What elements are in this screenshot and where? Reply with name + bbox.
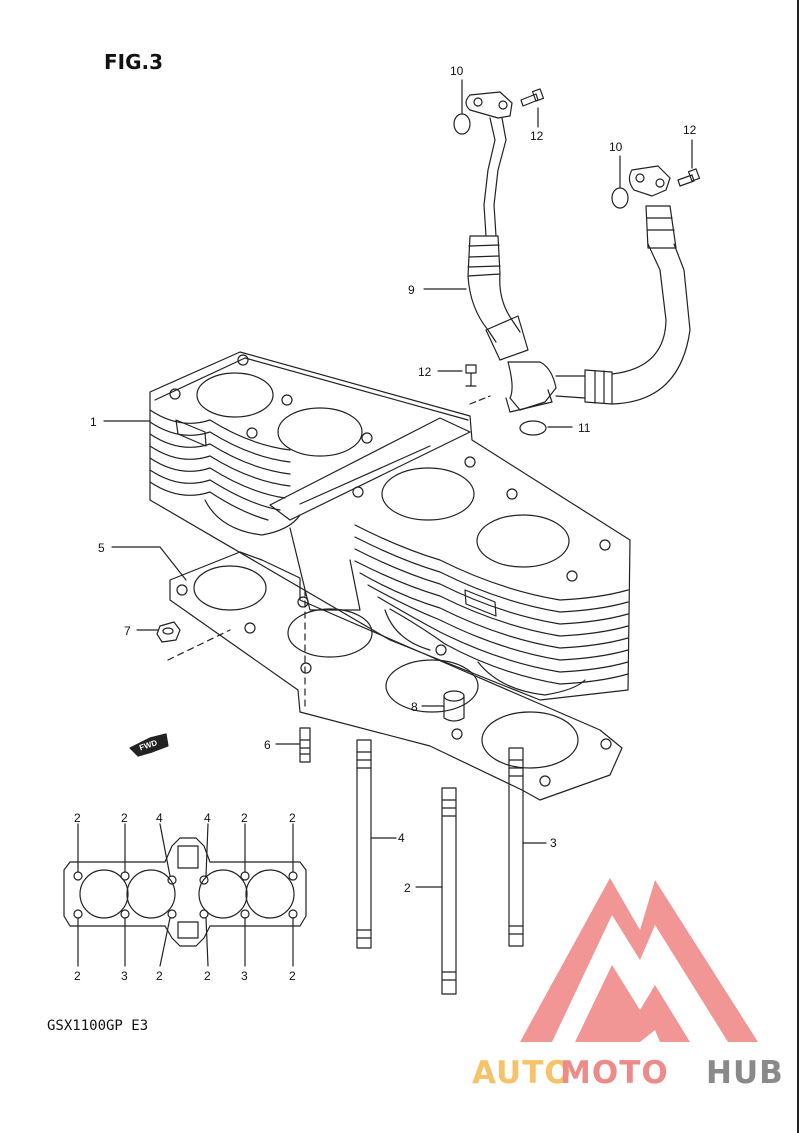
- oil-hose-assembly: [466, 92, 690, 412]
- hose-flange-left: [466, 92, 512, 118]
- figure-title: FIG.3: [104, 50, 164, 74]
- callout-5: 5: [98, 541, 105, 555]
- stud-layout-top-label: 2: [121, 811, 128, 825]
- callout-7: 7: [124, 624, 131, 638]
- watermark-logo: [520, 878, 758, 1042]
- hose-body-left: [468, 274, 520, 342]
- nut-7: [157, 622, 180, 642]
- stud-layout-top-label: 4: [204, 811, 211, 825]
- stud-layout-top-label: 2: [289, 811, 296, 825]
- cylinder-base-gasket: [170, 552, 622, 800]
- bolt-12-right: [678, 169, 699, 186]
- o-ring-10-right: [612, 188, 628, 208]
- stud-layout-bottom-label: 2: [74, 969, 81, 983]
- callout-10-right: 10: [609, 140, 623, 154]
- page-edge-rule: [797, 0, 799, 1133]
- hose-body-right: [556, 376, 585, 398]
- callout-11: 11: [578, 421, 591, 435]
- o-ring-10-left: [454, 114, 470, 134]
- stud-layout-bottom-label: 3: [241, 969, 248, 983]
- callout-10-left: 10: [450, 64, 464, 78]
- stud-layout-bottom-label: 2: [289, 969, 296, 983]
- stud-layout-diagram: [64, 824, 306, 966]
- stud-layout-bottom-label: 3: [121, 969, 128, 983]
- stud-bolt-3: [509, 748, 523, 946]
- callout-12-top: 12: [530, 129, 544, 143]
- dowel-pin-8: [444, 691, 464, 721]
- o-ring-11: [520, 421, 546, 435]
- stud-bolt-4: [357, 740, 371, 948]
- stud-layout-top-label: 4: [156, 811, 163, 825]
- stud-6: [300, 728, 310, 762]
- callout-9: 9: [408, 283, 415, 297]
- hose-elbow: [508, 362, 556, 410]
- callout-1: 1: [90, 415, 97, 429]
- hose-flange-right: [629, 166, 670, 196]
- cooling-fins: [150, 410, 628, 684]
- callout-8: 8: [411, 700, 418, 714]
- stud-layout-bottom-label: 2: [156, 969, 163, 983]
- automotohub-watermark: AUTO MOTO HUB: [472, 878, 784, 1091]
- watermark-word-auto: AUTO: [472, 1055, 572, 1091]
- callout-leaders: [104, 80, 692, 887]
- model-code: GSX1100GP E3: [47, 1018, 149, 1034]
- bolt-12-mid: [466, 365, 476, 386]
- callout-12-right: 12: [683, 123, 697, 137]
- hose-pipe-upper: [484, 118, 506, 236]
- stud-bolt-2: [442, 788, 456, 994]
- callout-numbers: 1 5 7 6 8 9 10 10 11 12 12 12 4 2 3 2 2 …: [74, 64, 697, 983]
- callout-4-stud: 4: [398, 831, 405, 845]
- stud-layout-bottom-label: 2: [204, 969, 211, 983]
- callout-2-stud: 2: [404, 881, 411, 895]
- cylinder-block: [150, 352, 630, 700]
- fwd-arrow: FWD: [130, 734, 168, 756]
- watermark-word-hub: HUB: [706, 1055, 784, 1091]
- bolt-12-top: [521, 89, 543, 106]
- callout-3-stud: 3: [550, 836, 557, 850]
- watermark-word-moto: MOTO: [560, 1055, 669, 1091]
- stud-layout-top-label: 2: [74, 811, 81, 825]
- callout-6: 6: [264, 738, 271, 752]
- callout-12-mid: 12: [418, 365, 432, 379]
- stud-layout-top-label: 2: [241, 811, 248, 825]
